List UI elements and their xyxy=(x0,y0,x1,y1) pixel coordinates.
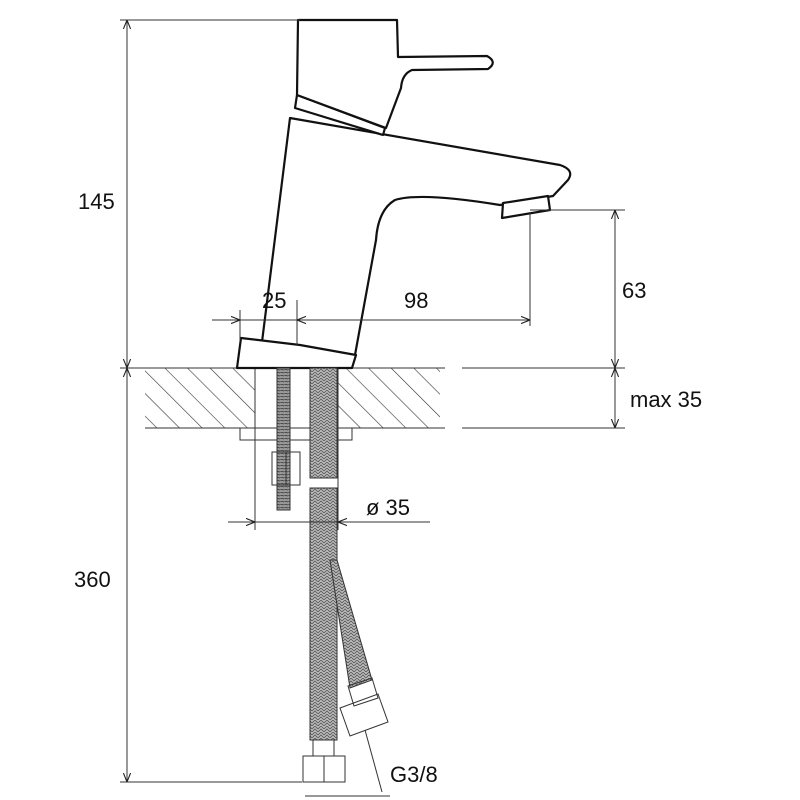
mounting-hardware xyxy=(239,367,353,511)
base-width-label: 25 xyxy=(262,288,287,313)
dimension-lines xyxy=(120,19,625,797)
hose-length-label: 360 xyxy=(74,567,111,592)
thread-label: G3/8 xyxy=(390,762,438,787)
spout-reach-label: 98 xyxy=(404,288,429,313)
faucet-body xyxy=(235,18,572,370)
total-height-label: 145 xyxy=(78,189,115,214)
countertop-section xyxy=(120,367,625,530)
spout-height-label: 63 xyxy=(622,278,647,303)
supply-hoses xyxy=(302,367,389,793)
hole-diameter-label: ø 35 xyxy=(366,495,411,520)
max-thickness-label: max 35 xyxy=(630,387,703,412)
